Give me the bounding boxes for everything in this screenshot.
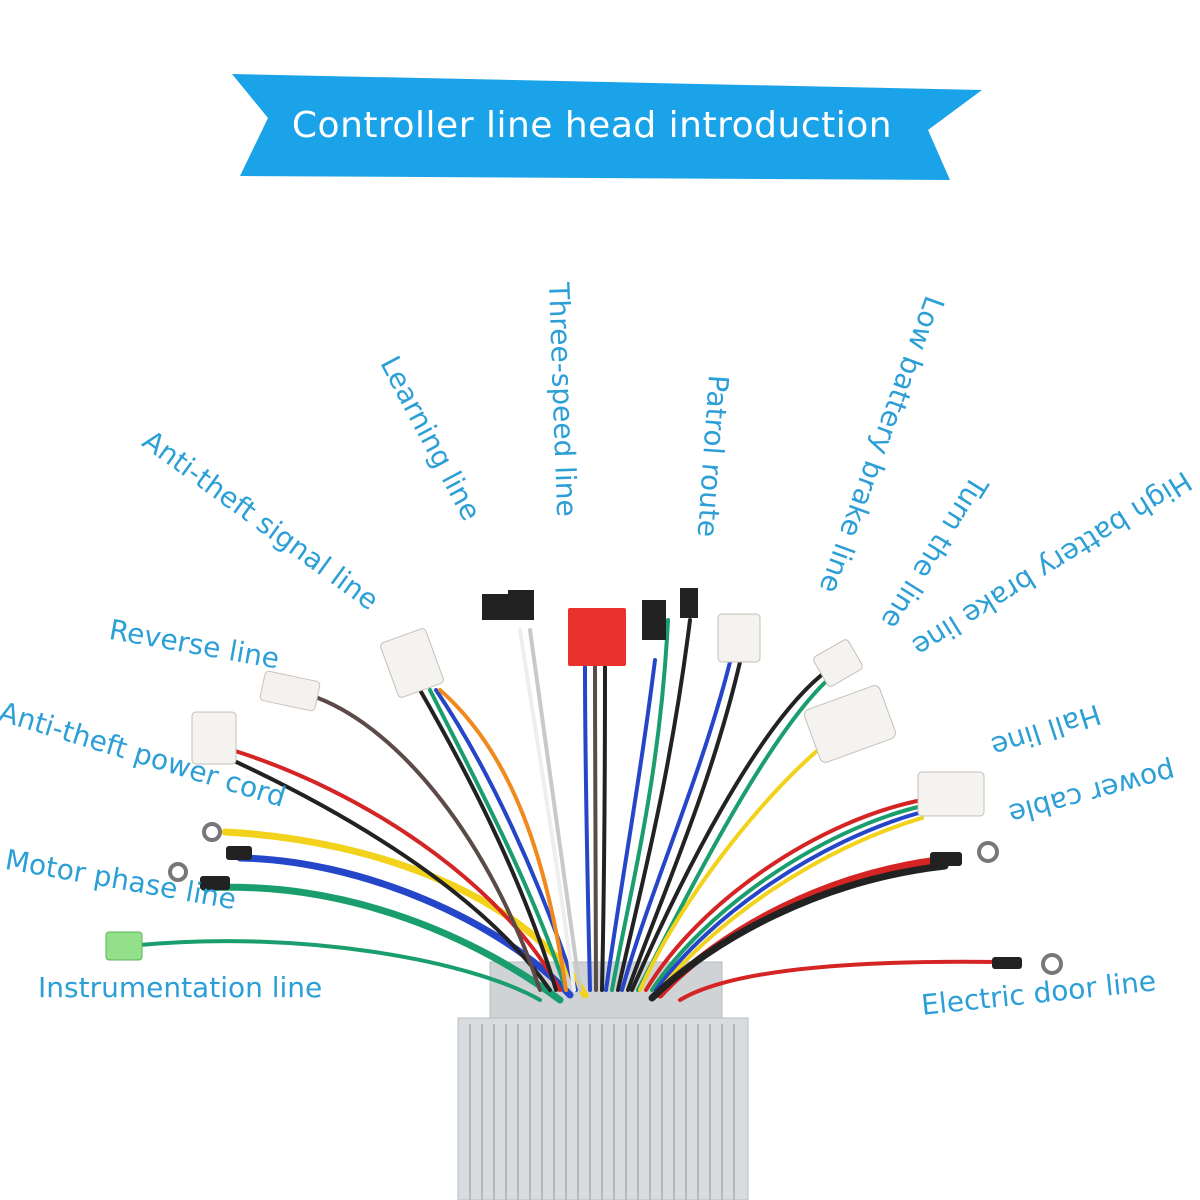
connector-turn [813, 639, 863, 687]
wire-hall-yellow [658, 816, 924, 992]
wire-antitheft-black [418, 688, 558, 992]
controller-box [457, 961, 749, 1200]
wire-power-cord-black [230, 758, 552, 992]
connectors [105, 588, 985, 961]
banner-title: Controller line head introduction [291, 104, 893, 146]
wire-highbrake-yellow [638, 748, 820, 992]
wire-learning-white [518, 628, 576, 992]
wire-turn-black [630, 668, 830, 992]
heat-sink-fins [469, 1024, 735, 1200]
wire-power-cable-black [648, 862, 949, 1002]
ring-terminal-electric-door [1041, 953, 1063, 975]
wire-antitheft-green [428, 688, 568, 992]
ring-terminal-green [168, 862, 188, 882]
wire-learning-gray [528, 628, 582, 992]
wire-patrol-green [610, 618, 670, 992]
wire-motor-phase-blue [236, 854, 574, 999]
connector-low-brake [717, 613, 761, 663]
ring-terminals [168, 822, 1063, 975]
wire-patrol-black [616, 618, 692, 992]
wire-threespeed-brown [593, 663, 598, 992]
connector-power-cord [191, 711, 237, 765]
connector-instrumentation [105, 931, 143, 961]
ring-terminal-yellow [202, 822, 222, 842]
connector-antitheft-signal [380, 628, 444, 698]
connector-high-brake [804, 685, 896, 763]
connector-reverse [259, 670, 321, 712]
wire-hall-green [650, 804, 924, 992]
wire-instrumentation-green [138, 939, 542, 1002]
connector-patrol-left [642, 600, 666, 640]
title-banner [232, 74, 982, 180]
wire-motor-phase-green [201, 883, 564, 1004]
label-three-speed-line: Three-speed line [542, 281, 584, 518]
wire-bundle [138, 618, 1002, 1004]
connector-three-speed [568, 608, 626, 666]
connector-learning-left [482, 594, 510, 620]
wire-learning-orange [438, 688, 568, 992]
wire-patrol-blue [604, 658, 657, 992]
wire-reverse-brown [316, 696, 542, 992]
wire-electric-door-red [678, 959, 1002, 1002]
wire-hall-blue [654, 810, 924, 992]
wire-antitheft-blue [434, 688, 578, 992]
wire-lowbrake-black [626, 660, 742, 992]
connector-patrol-right [680, 588, 698, 618]
wire-turn-green [636, 674, 834, 992]
ring-terminal-power [977, 841, 999, 863]
label-instrumentation-line: Instrumentation line [38, 971, 323, 1004]
terminal-sleeves [200, 846, 1022, 969]
wire-threespeed-black [600, 663, 607, 992]
connector-learning-right [508, 590, 534, 620]
wire-power-cord-red [230, 748, 562, 992]
wire-lowbrake-blue [620, 660, 732, 992]
wire-hall-red [644, 798, 924, 992]
wire-threespeed-blue [583, 663, 592, 992]
connector-hall [917, 771, 985, 817]
